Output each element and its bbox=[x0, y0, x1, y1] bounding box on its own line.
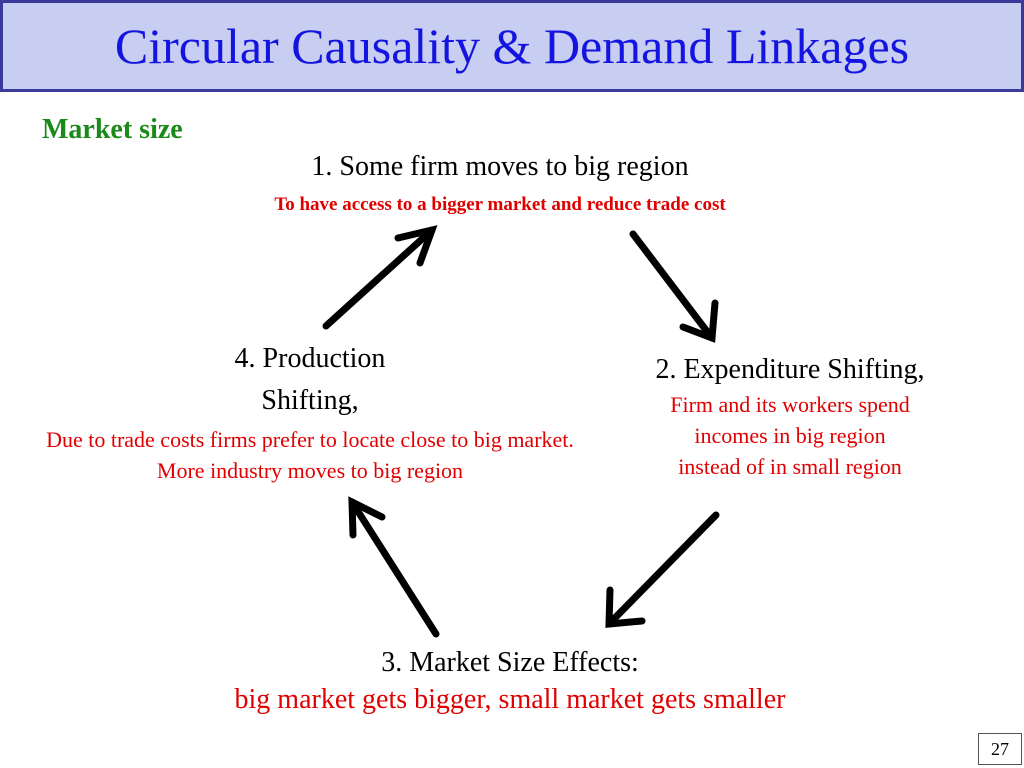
arrow-step3-to-step4 bbox=[348, 496, 440, 638]
page-number: 27 bbox=[978, 733, 1022, 765]
arrow-step2-to-step3 bbox=[605, 511, 720, 628]
step-2-heading: 2. Expenditure Shifting, bbox=[655, 354, 925, 385]
step-4-note-line: More industry moves to big region bbox=[156, 458, 464, 483]
title-banner: Circular Causality & Demand Linkages bbox=[0, 0, 1024, 92]
section-label: Market size bbox=[42, 114, 183, 145]
cycle-step-1: 1. Some firm moves to big region To have… bbox=[180, 150, 820, 216]
slide-title: Circular Causality & Demand Linkages bbox=[114, 18, 910, 74]
step-3-note: big market gets bigger, small market get… bbox=[234, 684, 786, 715]
step-2-note-line: incomes in big region bbox=[694, 423, 886, 448]
cycle-step-3: 3. Market Size Effects: big market gets … bbox=[150, 646, 870, 720]
step-2-note-line: instead of in small region bbox=[678, 454, 902, 479]
step-2-note-line: Firm and its workers spend bbox=[670, 392, 910, 417]
step-4-heading-line: 4. Production bbox=[234, 343, 386, 374]
step-1-heading: 1. Some firm moves to big region bbox=[311, 151, 689, 182]
cycle-step-4: 4. Production Shifting, Due to trade cos… bbox=[0, 338, 620, 486]
arrow-step1-to-step2 bbox=[629, 230, 719, 343]
step-4-note-line: Due to trade costs firms prefer to locat… bbox=[46, 427, 574, 452]
step-1-note: To have access to a bigger market and re… bbox=[274, 194, 726, 215]
step-3-heading: 3. Market Size Effects: bbox=[381, 647, 639, 678]
arrow-step4-to-step1 bbox=[322, 225, 438, 330]
step-4-heading-line: Shifting, bbox=[261, 385, 359, 416]
cycle-step-2: 2. Expenditure Shifting, Firm and its wo… bbox=[600, 353, 980, 482]
